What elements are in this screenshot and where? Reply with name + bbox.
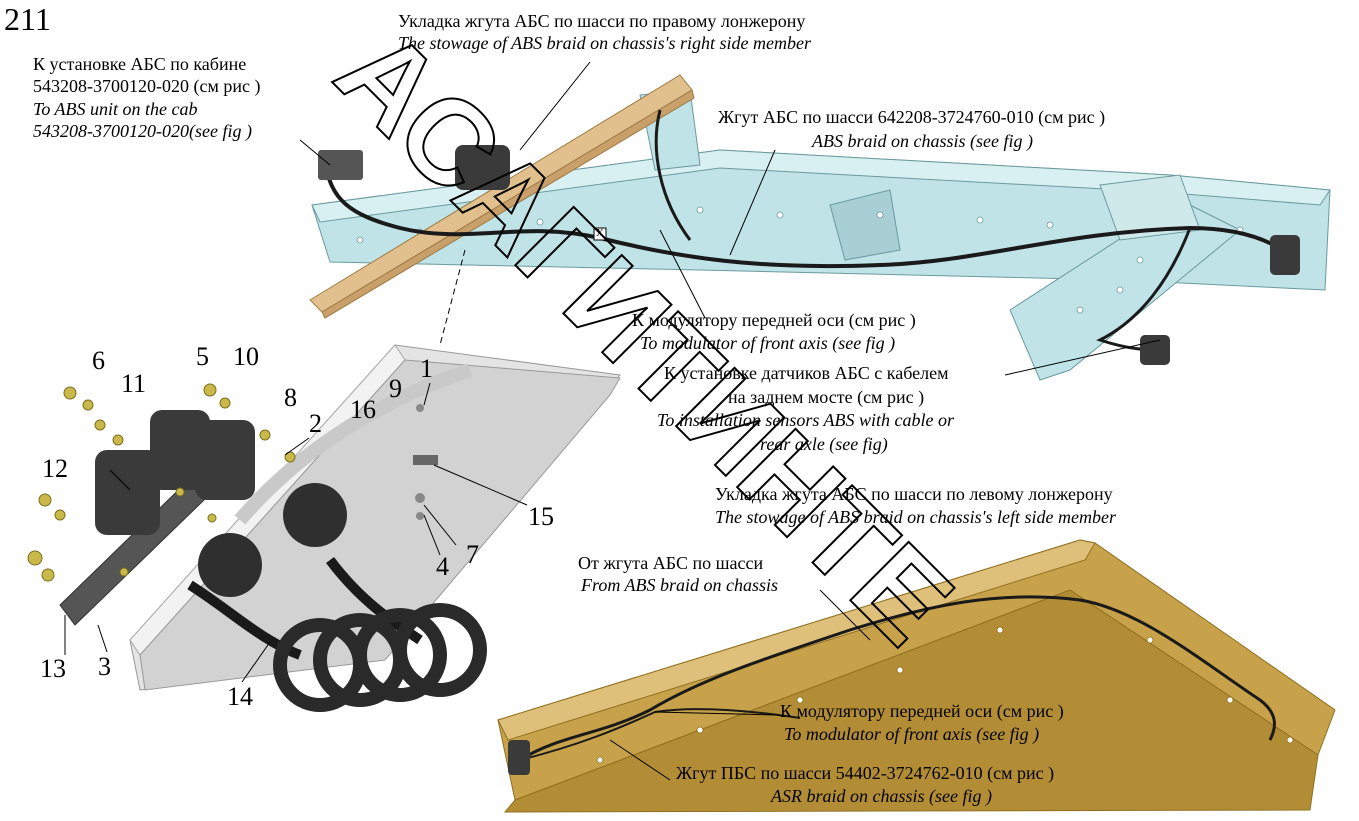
- left-side-member-frame: [497, 539, 1336, 813]
- part-number-1: 1: [420, 354, 433, 383]
- caption-left-member-ru: Укладка жгута АБС по шасси по левому лон…: [715, 484, 1113, 504]
- part-leaders: [64, 382, 528, 683]
- part-number-5: 5: [196, 342, 209, 371]
- cab-crossbar: [309, 74, 695, 319]
- part-number-2: 2: [309, 409, 322, 438]
- right-connectors: [318, 145, 1300, 365]
- callout-leaders: [299, 61, 1161, 781]
- page-number: 211: [4, 1, 51, 37]
- abs-braid-up: [654, 109, 692, 241]
- part-number-4: 4: [436, 552, 449, 581]
- caption-front-modulator2-en: To modulator of front axis (see fig ): [784, 724, 1040, 744]
- caption-sensors-ru-1: К установке датчиков АБС с кабелем: [664, 363, 949, 383]
- part-number-7: 7: [466, 540, 479, 569]
- detail-marker-label: X: [596, 227, 604, 239]
- caption-braid-en: ABS braid on chassis (see fig ): [812, 131, 1033, 151]
- caption-front-modulator-ru: К модулятору передней оси (см рис ): [632, 310, 916, 330]
- part-number-10: 10: [233, 342, 259, 371]
- caption-braid-ru: Жгут АБС по шасси 642208-3724760-010 (см…: [718, 107, 1106, 127]
- part-number-13: 13: [40, 654, 66, 683]
- detail-marker-box: [593, 227, 607, 241]
- part-number-15: 15: [528, 502, 554, 531]
- part-number-6: 6: [92, 346, 105, 375]
- left-connector: [508, 740, 530, 775]
- caption-left-member-en: The stowage of ABS braid on chassis's le…: [715, 507, 1117, 527]
- caption-cab-en-1: To ABS unit on the cab: [33, 99, 198, 119]
- part-number-14: 14: [227, 682, 253, 711]
- abs-braid-left: [519, 595, 1276, 762]
- caption-sensors-en-1: To installation sensors ABS with cable o…: [657, 410, 955, 430]
- part-number-12: 12: [42, 454, 68, 483]
- caption-asr-ru: Жгут ПБС по шасси 54402-3724762-010 (см …: [676, 763, 1055, 783]
- part-number-3: 3: [98, 652, 111, 681]
- caption-from-braid-ru: От жгута АБС по шасси: [578, 553, 764, 573]
- caption-cab-en-2: 543208-3700120-020(see fig ): [33, 121, 252, 141]
- part-number-16: 16: [350, 395, 376, 424]
- part-number-11: 11: [121, 369, 147, 398]
- detail-leader: [439, 249, 466, 346]
- connector-bracket-detail: [27, 344, 621, 712]
- caption-asr-en: ASR braid on chassis (see fig ): [771, 786, 992, 806]
- part-number-9: 9: [389, 374, 402, 403]
- caption-sensors-en-2: rear axle (see fig): [760, 434, 888, 454]
- caption-front-modulator2-ru: К модулятору передней оси (см рис ): [780, 701, 1064, 721]
- caption-cab-ru-1: К установке АБС по кабине: [33, 54, 247, 74]
- part-number-8: 8: [284, 383, 297, 412]
- caption-front-modulator-en: To modulator of front axis (see fig ): [640, 333, 896, 353]
- caption-right-member-ru: Укладка жгута АБС по шасси по правому ло…: [398, 11, 806, 31]
- caption-cab-ru-2: 543208-3700120-020 (см рис ): [33, 76, 261, 96]
- caption-from-braid-en: From ABS braid on chassis: [581, 575, 779, 595]
- caption-right-member-en: The stowage of ABS braid on chassis's ri…: [398, 33, 812, 53]
- caption-sensors-ru-2: на заднем мосте (см рис ): [728, 387, 925, 407]
